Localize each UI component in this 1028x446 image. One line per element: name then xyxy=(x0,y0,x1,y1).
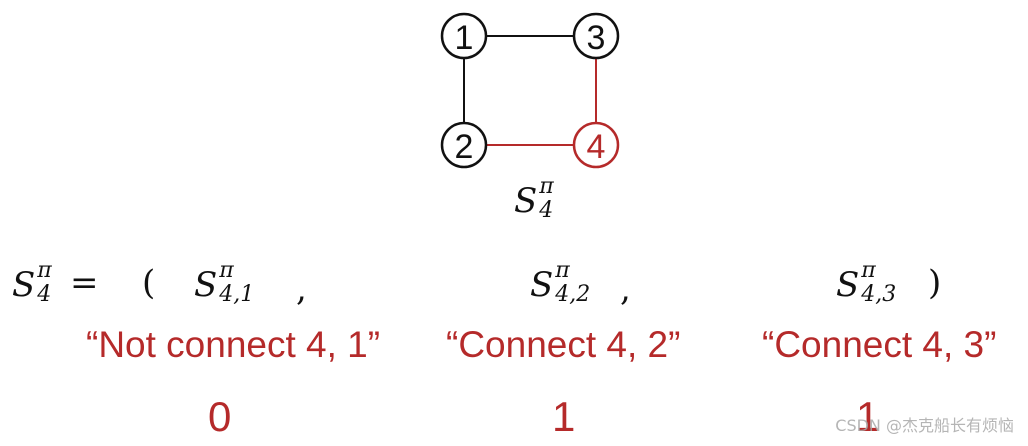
term-3-sub: 4,3 xyxy=(861,282,897,307)
term-1-value: 0 xyxy=(208,393,232,440)
term-1-sup: π xyxy=(219,258,234,283)
node-3: 3 xyxy=(572,12,620,60)
graph-diagram: 1 3 2 4 xyxy=(440,12,620,169)
term-2-value: 1 xyxy=(552,393,576,440)
node-4-label: 4 xyxy=(587,128,606,166)
term-2-label: “Connect 4, 2” xyxy=(446,324,681,365)
term-2-symbol: S xyxy=(530,265,554,305)
watermark: CSDN @杰克船长有烦恼 xyxy=(835,416,1014,435)
term-3-sup: π xyxy=(861,258,876,283)
node-2: 2 xyxy=(440,121,488,169)
node-3-label: 3 xyxy=(587,19,606,57)
term-3-value: 1 xyxy=(856,393,880,440)
node-2-label: 2 xyxy=(455,128,474,166)
lhs-sup: π xyxy=(37,258,52,283)
open-paren: ( xyxy=(142,263,156,303)
term-1-label: “Not connect 4, 1” xyxy=(86,324,381,365)
term-3-label: “Connect 4, 3” xyxy=(762,324,997,365)
close-paren: ) xyxy=(928,263,942,303)
lhs-symbol: S xyxy=(12,265,36,305)
node-1: 1 xyxy=(440,12,488,60)
node-1-label: 1 xyxy=(455,19,474,57)
node-4: 4 xyxy=(572,121,620,169)
caption-symbol: S xyxy=(514,181,538,221)
term-1-symbol: S xyxy=(194,265,218,305)
comma-1: , xyxy=(296,269,307,309)
caption-sub: 4 xyxy=(539,198,554,223)
term-2-sup: π xyxy=(555,258,570,283)
lhs-sub: 4 xyxy=(37,282,52,307)
comma-2: , xyxy=(620,269,631,309)
equals-sign: = xyxy=(70,263,99,303)
term-2-sub: 4,2 xyxy=(555,282,591,307)
term-3-symbol: S xyxy=(836,265,860,305)
term-1-sub: 4,1 xyxy=(219,282,255,307)
caption-sup: π xyxy=(539,174,554,199)
